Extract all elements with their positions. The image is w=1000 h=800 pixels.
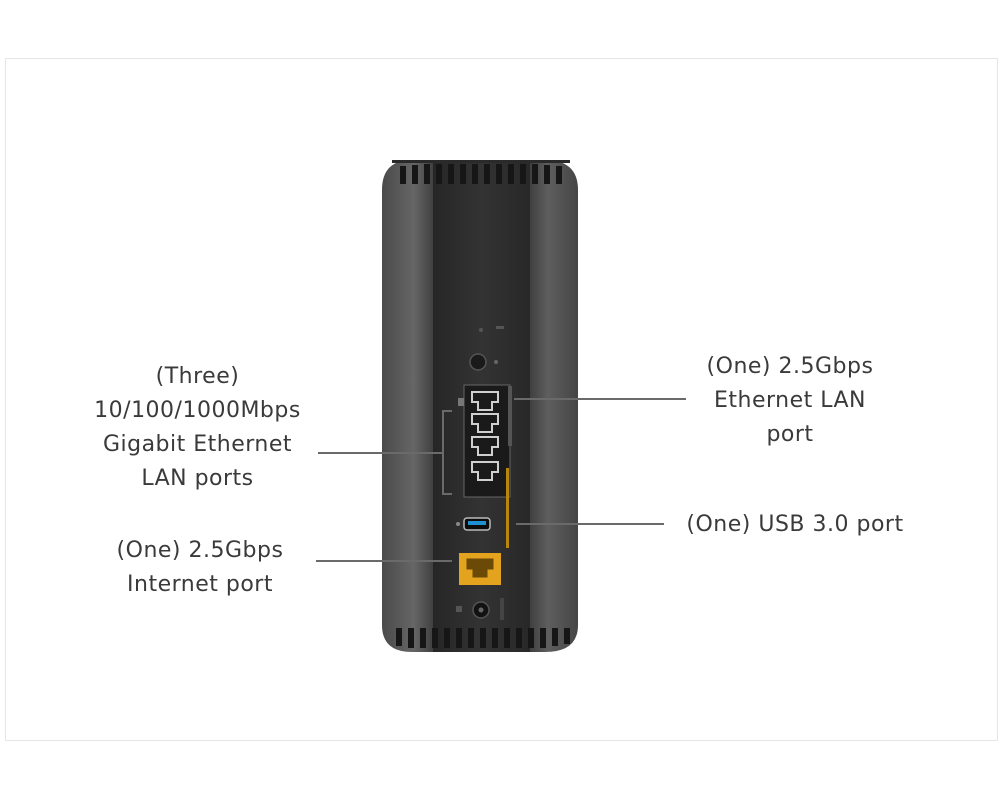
usb-port-label: (One) USB 3.0 port [670, 508, 920, 542]
ethernet-ports [458, 384, 512, 548]
lan-25-port-label: (One) 2.5Gbps Ethernet LAN port [670, 350, 910, 452]
bottom-vent [396, 628, 570, 648]
usb-port-label-line: (One) USB 3.0 port [686, 512, 904, 537]
internet-port [459, 553, 501, 585]
lan-ports-label-line: LAN ports [141, 466, 254, 491]
usb-port [456, 517, 491, 531]
lan-ports-label-line: (Three) [155, 364, 240, 389]
ethernet-port-icon [471, 461, 499, 481]
lan-ports-label-line: 10/100/1000Mbps [94, 398, 301, 423]
internet-port-label: (One) 2.5Gbps Internet port [85, 534, 315, 602]
lan-25-port-label-line: (One) 2.5Gbps [706, 354, 874, 379]
lan-ports-label: (Three) 10/100/1000Mbps Gigabit Ethernet… [60, 360, 335, 496]
internet-port-label-line: (One) 2.5Gbps [116, 538, 284, 563]
lan-25-port-label-line: port [766, 422, 814, 447]
power-jack [456, 598, 504, 620]
top-vent [392, 160, 570, 184]
lan-ports-label-line: Gigabit Ethernet [102, 432, 293, 457]
router-body [382, 160, 578, 652]
ethernet-port-icon [471, 413, 499, 433]
leader-lines [316, 398, 686, 562]
status-indicators [469, 326, 504, 371]
lan-25-port-label-line: Ethernet LAN [713, 388, 867, 413]
power-button-icon [469, 353, 487, 371]
ethernet-port-icon [471, 391, 499, 411]
internet-port-label-line: Internet port [127, 572, 273, 597]
ethernet-port-icon [471, 436, 499, 456]
